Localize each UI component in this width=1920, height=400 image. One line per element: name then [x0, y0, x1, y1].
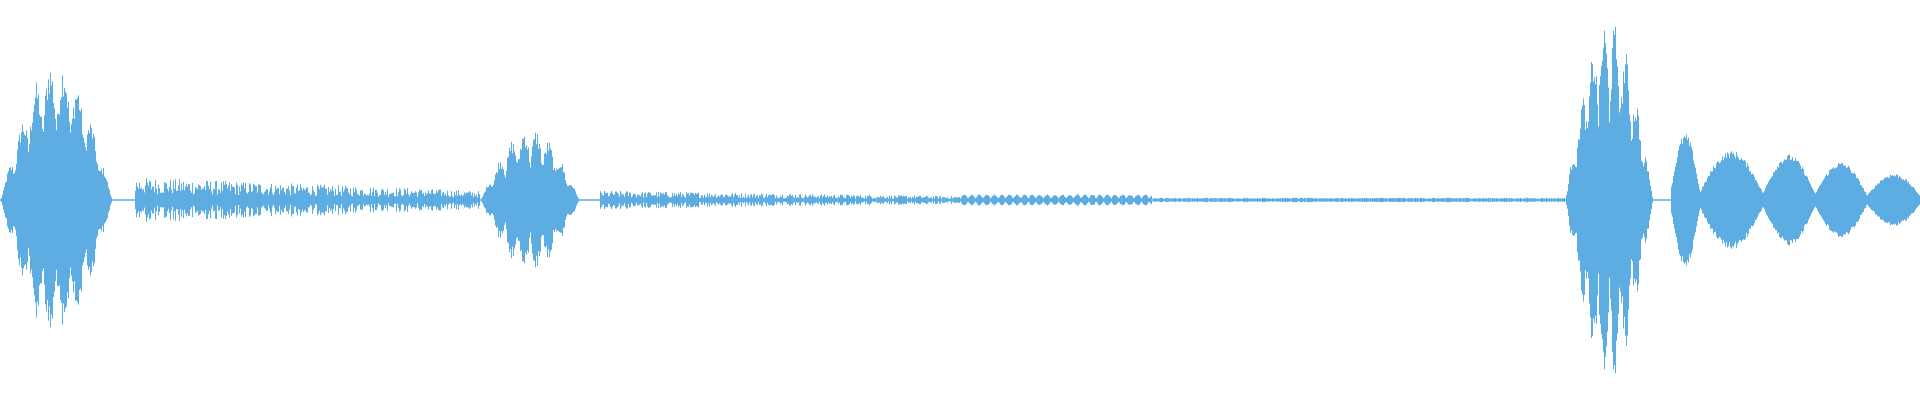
- waveform-bars: [0, 26, 1920, 374]
- waveform-path: [0, 26, 1920, 374]
